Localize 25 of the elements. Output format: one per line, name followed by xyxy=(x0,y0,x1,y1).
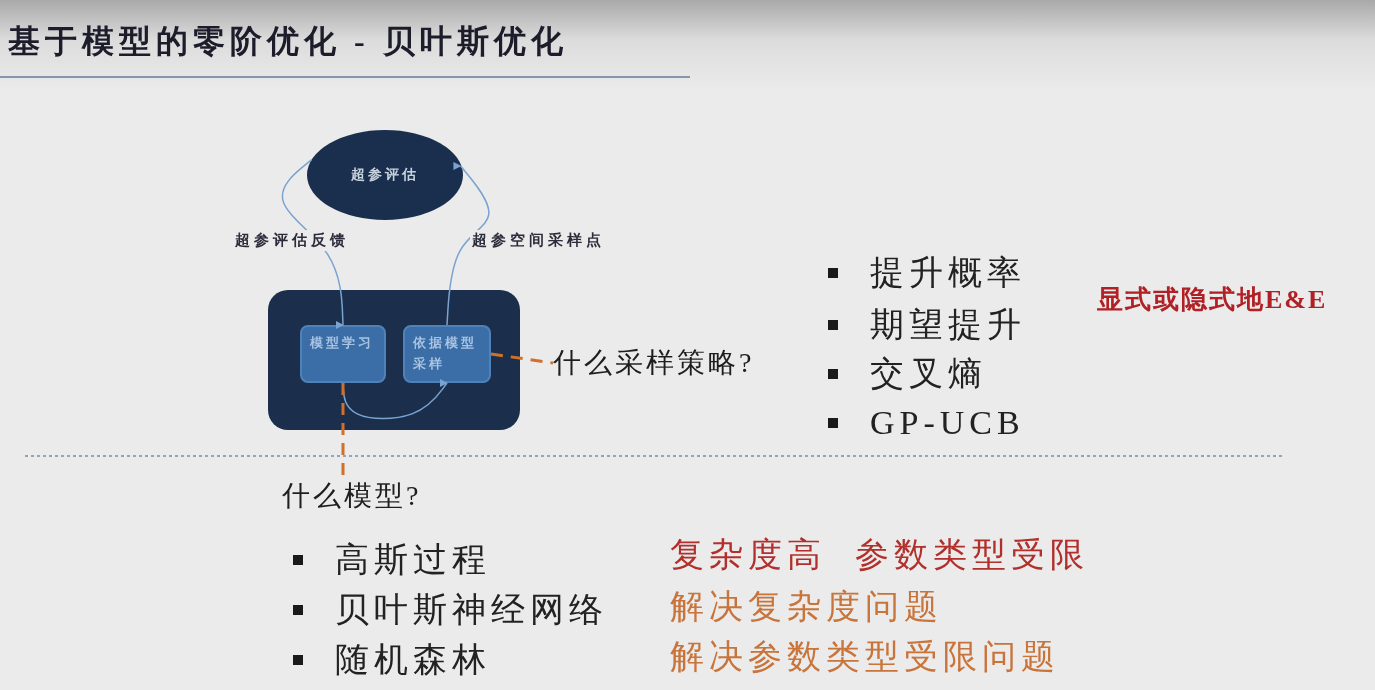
note-text: 复杂度高 xyxy=(670,534,826,575)
question-text: 什么采样策略? xyxy=(553,343,793,383)
list-item: 贝叶斯神经网络 xyxy=(335,589,608,630)
node-label: 超参评估 xyxy=(351,165,419,184)
node-label: 模型学习 xyxy=(310,335,374,350)
list-item: 期望提升 xyxy=(870,304,1026,345)
dashed-connector xyxy=(490,352,554,365)
container-box xyxy=(268,290,520,430)
annotation-text: 显式或隐式地E&E xyxy=(1097,284,1328,317)
node-label: 依据模型采样 xyxy=(413,335,477,371)
list-item: GP-UCB xyxy=(870,402,1025,443)
slide-title: 基于模型的零阶优化 - 贝叶斯优化 xyxy=(8,22,568,61)
list-item: 随机森林 xyxy=(335,639,491,680)
process-box xyxy=(403,325,491,383)
dashed-connector xyxy=(341,383,345,476)
note-text: 解决复杂度问题 xyxy=(670,586,943,627)
process-box xyxy=(300,325,386,383)
list-item: 高斯过程 xyxy=(335,539,491,580)
arrow xyxy=(342,382,448,420)
note-text: 解决参数类型受限问题 xyxy=(670,636,1060,677)
question-text: 什么模型? xyxy=(282,476,452,516)
list-item: 提升概率 xyxy=(870,252,1026,293)
note-text: 参数类型受限 xyxy=(855,534,1089,575)
arrow xyxy=(446,165,490,326)
list-item: 交叉熵 xyxy=(870,353,987,394)
